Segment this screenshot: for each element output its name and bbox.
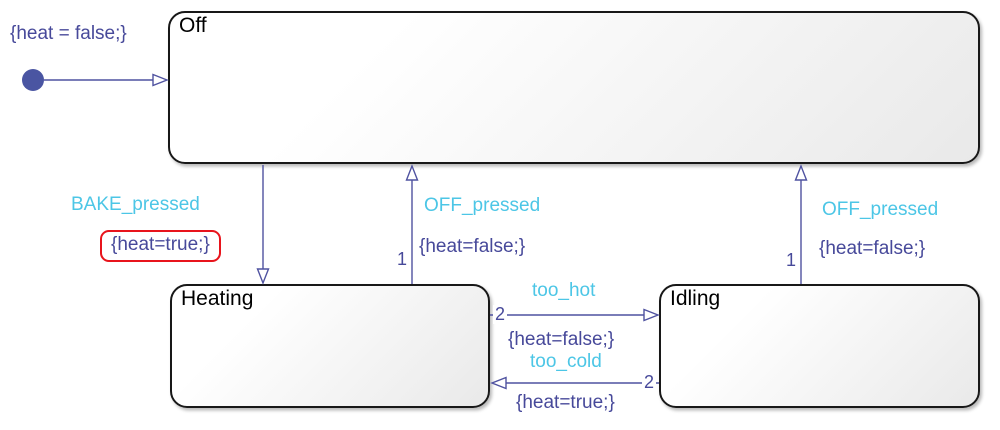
highlight-box: {heat=true;}	[100, 230, 221, 262]
arrowhead-icon	[794, 164, 808, 181]
transition-order-badge-too-hot: 2	[493, 304, 508, 324]
transition-idling-to-off[interactable]	[794, 164, 808, 284]
bake-pressed-event-label[interactable]: BAKE_pressed	[71, 194, 200, 215]
transition-order-badge-too-cold: 2	[642, 372, 657, 392]
state-off-name: Off	[179, 14, 207, 37]
state-heating-name: Heating	[181, 287, 254, 310]
too-hot-action-label[interactable]: {heat=false;}	[508, 329, 615, 350]
default-transition-arrow[interactable]	[22, 69, 169, 91]
bake-pressed-action-label[interactable]: {heat=true;}	[111, 234, 210, 255]
state-idling-name: Idling	[670, 287, 721, 310]
arrowhead-icon	[643, 308, 660, 322]
state-off[interactable]: Off	[168, 11, 980, 164]
too-hot-event-label[interactable]: too_hot	[532, 280, 596, 301]
default-transition-action-label[interactable]: {heat = false;}	[10, 23, 127, 44]
state-heating[interactable]: Heating	[170, 284, 490, 408]
transition-order-badge-heating-off: 1	[397, 249, 408, 269]
transition-order-badge-idling-off: 1	[786, 250, 797, 270]
arrowhead-icon	[152, 73, 169, 87]
transition-heating-to-off[interactable]	[405, 164, 419, 284]
initial-state-dot[interactable]	[22, 69, 44, 91]
off-pressed-left-event-label[interactable]: OFF_pressed	[424, 195, 541, 216]
off-pressed-right-action-label[interactable]: {heat=false;}	[819, 238, 926, 259]
transition-idling-to-heating[interactable]	[490, 376, 659, 390]
arrowhead-icon	[405, 164, 419, 181]
arrowhead-icon	[256, 268, 270, 285]
too-cold-event-label[interactable]: too_cold	[530, 351, 602, 372]
arrowhead-icon	[490, 376, 507, 390]
transition-heating-to-idling[interactable]	[490, 308, 660, 322]
transition-off-to-heating[interactable]	[256, 165, 270, 285]
off-pressed-left-action-label[interactable]: {heat=false;}	[419, 236, 526, 257]
state-idling[interactable]: Idling	[659, 284, 980, 408]
off-pressed-right-event-label[interactable]: OFF_pressed	[822, 199, 939, 220]
too-cold-action-label[interactable]: {heat=true;}	[516, 392, 615, 413]
